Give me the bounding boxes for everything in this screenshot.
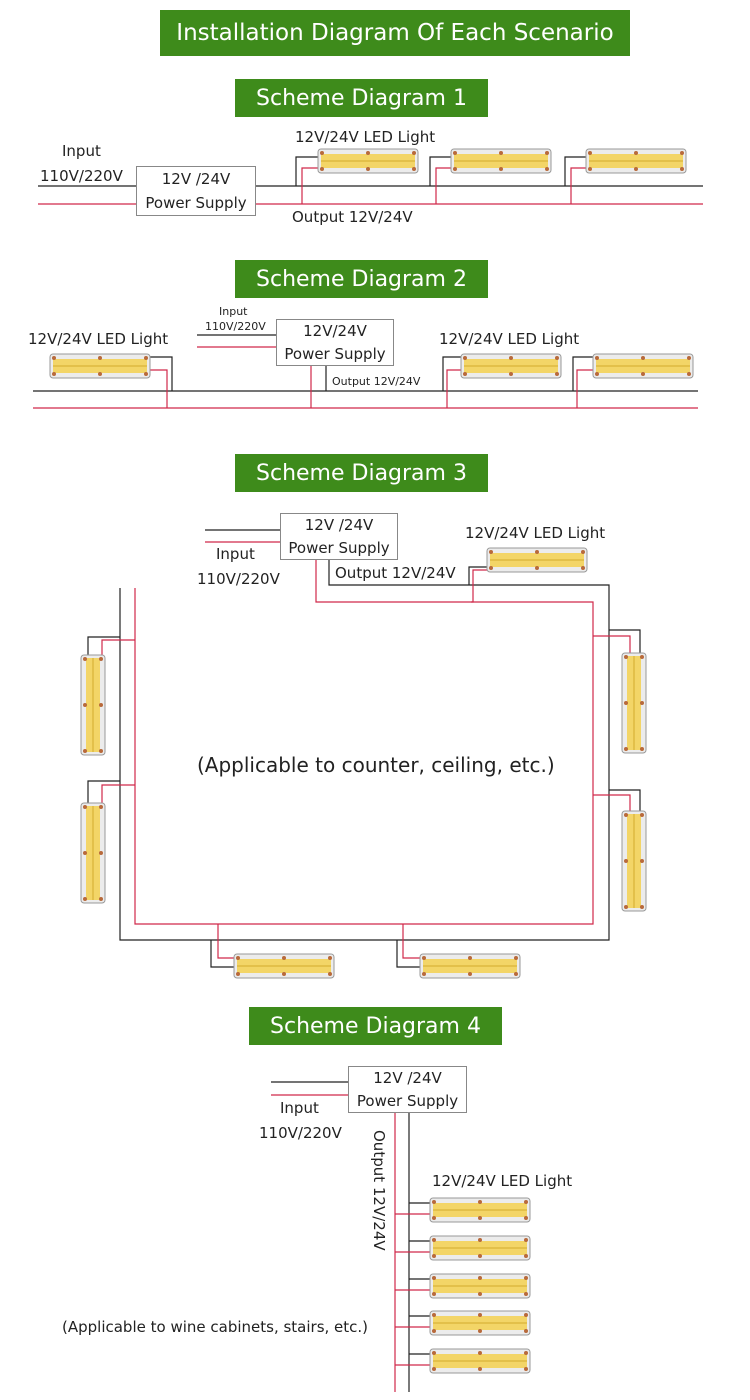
scheme1-led-label: 12V/24V LED Light (295, 128, 436, 146)
scheme3-title: Scheme Diagram 3 (256, 460, 467, 486)
scheme2-led-right-1 (460, 353, 562, 379)
scheme3-led-top (486, 547, 588, 573)
scheme2-led-right-2 (592, 353, 694, 379)
scheme2-psu-line2: Power Supply (284, 344, 386, 363)
scheme3-note: (Applicable to counter, ceiling, etc.) (197, 753, 555, 777)
scheme3-led-label: 12V/24V LED Light (465, 524, 606, 542)
scheme2-wires (33, 334, 698, 409)
scheme4-led-label: 12V/24V LED Light (432, 1172, 573, 1190)
scheme4-input-label: Input (280, 1099, 319, 1117)
scheme1-led-1 (317, 148, 419, 174)
scheme4-psu-line2: Power Supply (356, 1091, 459, 1110)
scheme3-led-left-1 (80, 654, 106, 756)
scheme3-power-supply: 12V /24V Power Supply (280, 513, 398, 560)
scheme4-psu-line1: 12V /24V (373, 1068, 442, 1087)
scheme1-title-banner: Scheme Diagram 1 (235, 79, 488, 117)
scheme3-psu-line1: 12V /24V (304, 515, 374, 534)
scheme3-title-banner: Scheme Diagram 3 (235, 454, 488, 492)
scheme1-input-label: Input (62, 142, 101, 160)
scheme1-title: Scheme Diagram 1 (256, 85, 467, 111)
scheme3-input-label: Input (216, 545, 255, 563)
scheme4-power-supply: 12V /24V Power Supply (348, 1066, 467, 1113)
scheme3-led-bottom-2 (419, 953, 521, 979)
scheme4-led-4 (429, 1310, 531, 1336)
scheme3-psu-line2: Power Supply (288, 538, 390, 557)
scheme3-led-right-1 (621, 652, 647, 754)
scheme3-led-left-2 (80, 802, 106, 904)
scheme3-output-label: Output 12V/24V (335, 564, 456, 582)
scheme4-led-3 (429, 1273, 531, 1299)
scheme2-led-label-right: 12V/24V LED Light (439, 330, 580, 348)
scheme4-led-1 (429, 1197, 531, 1223)
scheme2-output-label: Output 12V/24V (332, 375, 421, 388)
scheme1-led-3 (585, 148, 687, 174)
scheme4-output-label: Output 12V/24V (370, 1130, 388, 1251)
scheme2-psu-line1: 12V/24V (303, 321, 367, 340)
scheme2-title: Scheme Diagram 2 (256, 266, 467, 292)
scheme4-title-banner: Scheme Diagram 4 (249, 1007, 502, 1045)
main-title-banner: Installation Diagram Of Each Scenario (160, 10, 630, 56)
scheme1-psu-line2: Power Supply (145, 194, 247, 212)
scheme4-wires (271, 1081, 430, 1392)
scheme2-input-label: Input (219, 305, 248, 318)
scheme4-note: (Applicable to wine cabinets, stairs, et… (62, 1318, 369, 1336)
scheme1-input-voltage: 110V/220V (40, 167, 123, 185)
scheme4-input-voltage: 110V/220V (259, 1124, 342, 1142)
scheme2-led-left (49, 353, 151, 379)
scheme1-wires (38, 156, 703, 205)
scheme2-led-label-left: 12V/24V LED Light (28, 330, 169, 348)
scheme4-led-5 (429, 1348, 531, 1374)
scheme3-led-right-2 (621, 810, 647, 912)
scheme1-power-supply: 12V /24V Power Supply (136, 166, 256, 216)
scheme1-output-label: Output 12V/24V (292, 208, 413, 226)
main-title: Installation Diagram Of Each Scenario (176, 20, 614, 46)
scheme2-power-supply: 12V/24V Power Supply (276, 319, 394, 366)
scheme4-led-2 (429, 1235, 531, 1261)
scheme1-psu-line1: 12V /24V (161, 170, 231, 188)
scheme3-input-voltage: 110V/220V (197, 570, 280, 588)
scheme1-led-2 (450, 148, 552, 174)
scheme4-title: Scheme Diagram 4 (270, 1013, 481, 1039)
scheme2-input-voltage: 110V/220V (205, 320, 266, 333)
scheme2-title-banner: Scheme Diagram 2 (235, 260, 488, 298)
scheme3-wires (87, 529, 641, 968)
scheme3-led-bottom-1 (233, 953, 335, 979)
